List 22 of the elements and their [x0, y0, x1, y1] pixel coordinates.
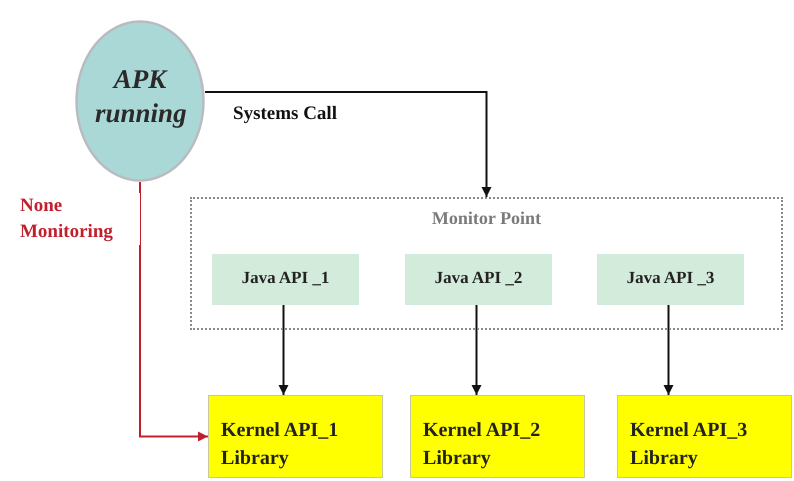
node-label: APK running	[95, 63, 185, 130]
process-box	[212, 254, 359, 305]
node-label: Java API _3	[626, 268, 716, 288]
ellipse-node	[75, 20, 205, 182]
process-box	[208, 395, 383, 478]
node-label: Java API _2	[434, 268, 524, 288]
node-label: Kernel API_2 Library	[423, 418, 542, 471]
group-title: Monitor Point	[430, 208, 542, 229]
arrow	[139, 182, 208, 442]
process-box	[597, 254, 744, 305]
dashed-group-box	[190, 197, 783, 330]
arrow	[205, 91, 492, 197]
node-label: Kernel API_1 Library	[221, 418, 340, 471]
process-box	[617, 395, 792, 478]
arrow	[278, 303, 288, 395]
process-box	[405, 254, 552, 305]
arrow	[472, 303, 482, 395]
node-label: Java API _1	[240, 268, 330, 288]
edge-label: None Monitoring	[20, 193, 140, 245]
arrow	[664, 303, 674, 395]
node-label: Kernel API_3 Library	[630, 418, 748, 471]
process-box	[410, 395, 585, 478]
